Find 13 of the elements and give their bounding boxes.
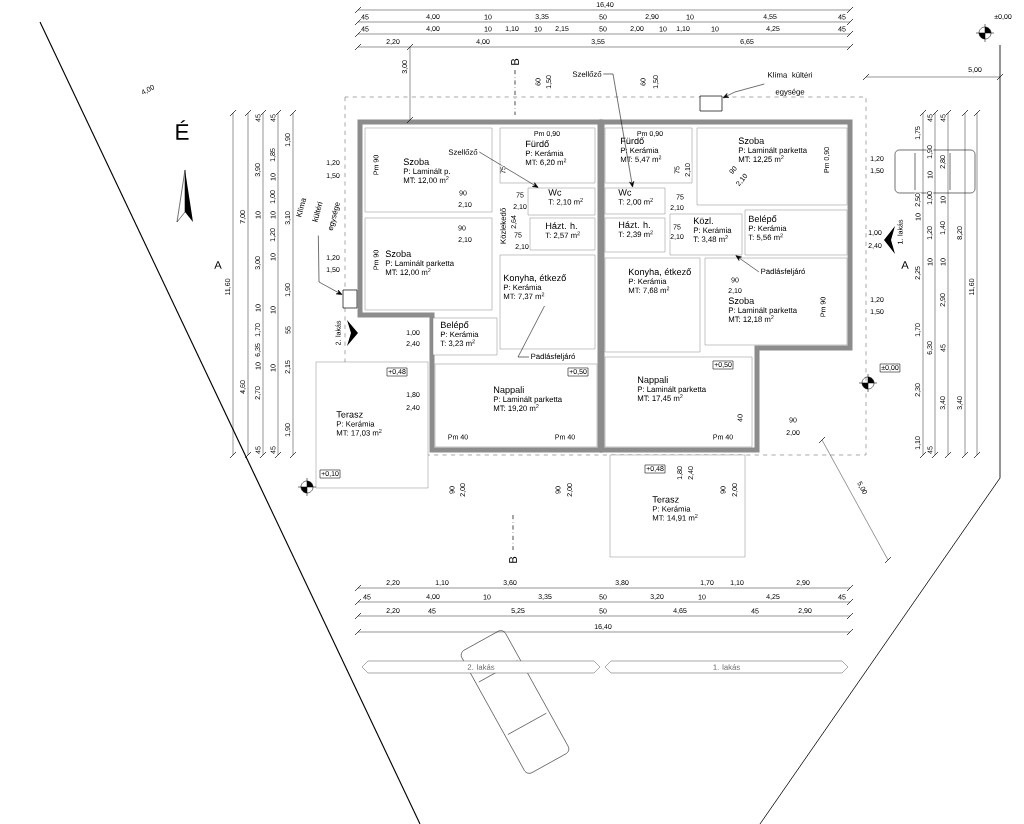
north-label: É xyxy=(174,119,190,141)
leader-line xyxy=(318,235,343,295)
leader-line xyxy=(722,83,765,98)
leader-line xyxy=(603,73,635,188)
leader-line xyxy=(735,255,760,273)
section-label: B xyxy=(508,555,518,565)
leader-line xyxy=(479,151,539,188)
section-label: A xyxy=(900,260,910,270)
ac-unit-box xyxy=(342,289,358,309)
section-label: B xyxy=(510,57,520,67)
leader-line xyxy=(517,305,545,358)
ac-unit-box xyxy=(699,95,723,112)
section-label: A xyxy=(213,260,223,270)
